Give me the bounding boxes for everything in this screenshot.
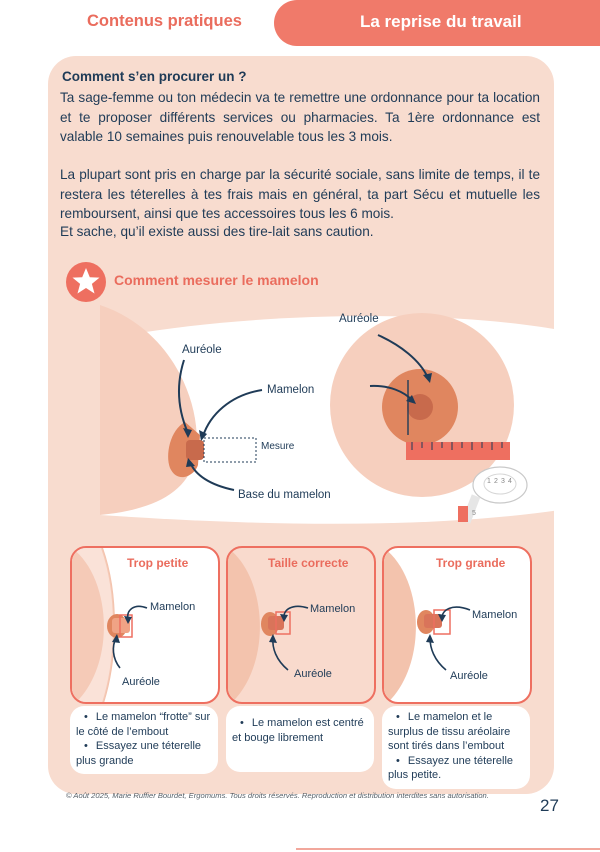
header-topic: La reprise du travail [274, 0, 600, 46]
nipple-base-label: Base du mamelon [238, 489, 331, 501]
page-number: 27 [540, 796, 559, 815]
note-item: •Le mamelon “frotte” sur le côté de l’em… [76, 711, 211, 738]
too-small-illustration [72, 548, 148, 702]
nipple-label: Mamelon [472, 609, 518, 621]
copyright-notice: © Août 2025, Marie Ruffier Bourdet, Ergo… [66, 791, 489, 800]
bullet-icon: • [84, 711, 88, 723]
header-section-title: Contenus pratiques [87, 12, 242, 30]
tape-digit: 5 [472, 510, 476, 517]
intro-paragraph-3: Et sache, qu’il existe aussi des tire-la… [60, 224, 374, 239]
note-item: •Essayez une téterelle plus petite. [388, 754, 514, 782]
bottom-divider [296, 848, 600, 850]
areola-label: Auréole [294, 668, 332, 680]
intro-paragraph-2: La plupart sont pris en charge par la sé… [60, 167, 540, 221]
bullet-icon: • [240, 717, 244, 729]
measure-label: Mesure [261, 441, 295, 452]
nipple-label: Mamelon [150, 601, 196, 613]
areola-front-label: Auréole [339, 313, 379, 325]
measure-illustration [100, 305, 560, 524]
bullet-icon: • [84, 740, 88, 752]
size-card-correct: Taille correcte Mamelon Auréole [226, 546, 376, 704]
nipple-label: Mamelon [310, 603, 356, 615]
intro-heading: Comment s’en procurer un ? [62, 69, 247, 84]
star-icon [66, 262, 106, 302]
note-too-small: •Le mamelon “frotte” sur le côté de l’em… [70, 706, 218, 774]
bullet-icon: • [396, 711, 400, 723]
size-card-title: Trop grande [436, 556, 506, 570]
size-card-title: Trop petite [127, 556, 189, 570]
header-section: Contenus pratiques [0, 0, 290, 46]
tape-digit: 4 [508, 478, 512, 485]
areola-label: Auréole [450, 670, 488, 682]
tape-digit: 1 [487, 478, 491, 485]
tape-digit: 3 [501, 478, 505, 485]
note-item: •Le mamelon est centré et bouge libremen… [232, 717, 364, 744]
nipple-measure-diagram: Auréole Mamelon Mesure Base du mamelon A… [0, 300, 600, 530]
size-card-too-large: Trop grande Mamelon Auréole [382, 546, 532, 704]
header-topic-title: La reprise du travail [360, 12, 522, 31]
too-large-illustration [384, 548, 471, 702]
note-item: •Essayez une téterelle plus grande [76, 740, 202, 767]
note-too-large: •Le mamelon et le surplus de tissu aréol… [382, 706, 530, 789]
note-item: •Le mamelon et le surplus de tissu aréol… [388, 711, 511, 752]
correct-size-illustration [228, 548, 309, 702]
note-correct: •Le mamelon est centré et bouge libremen… [226, 706, 374, 772]
areola-side-label: Auréole [182, 344, 222, 356]
tape-digit: 2 [494, 478, 498, 485]
size-card-too-small: Trop petite Mamelon Auréole [70, 546, 220, 704]
measure-section-title: Comment mesurer le mamelon [114, 272, 319, 288]
nipple-label: Mamelon [267, 384, 315, 396]
areola-label: Auréole [122, 676, 160, 688]
bullet-icon: • [396, 754, 400, 767]
size-card-title: Taille correcte [268, 556, 349, 570]
intro-paragraph-1: Ta sage-femme ou ton médecin va te remet… [60, 90, 540, 144]
